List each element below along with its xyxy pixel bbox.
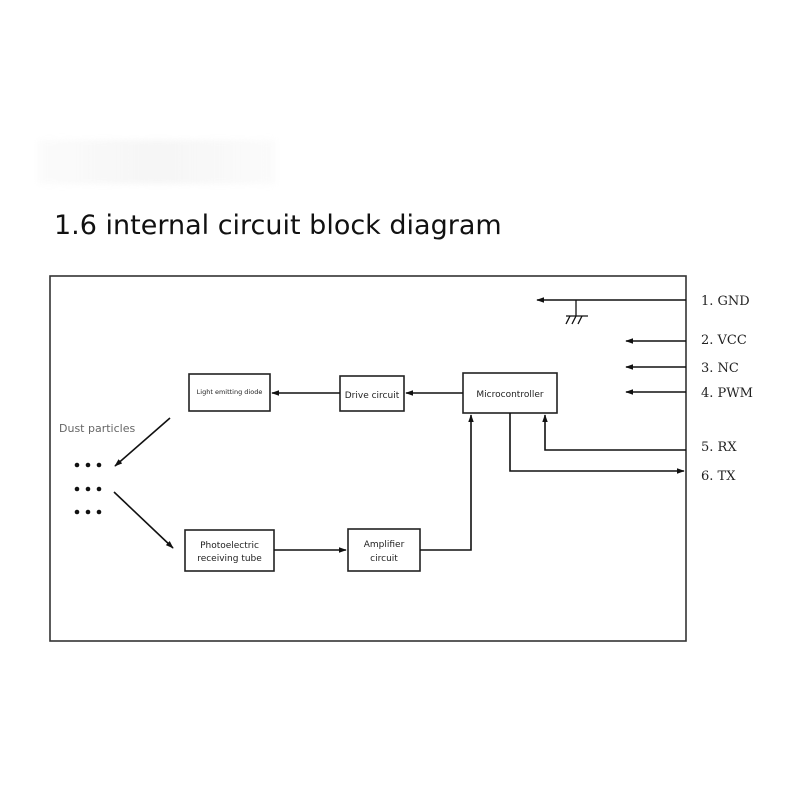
pin-tx-label: 6. TX (701, 469, 736, 484)
dust-dots (74, 462, 102, 515)
amplifier-label-line2: circuit (370, 554, 398, 564)
photoelectric-label-line2: receiving tube (197, 554, 262, 564)
mcu-to-tx-arrow (509, 413, 685, 474)
ground-symbol-icon (565, 300, 588, 325)
pin-gnd-label: 1. GND (701, 294, 750, 309)
rx-to-mcu-arrow (542, 414, 686, 451)
module-outline (49, 275, 687, 642)
faded-background-smudge (38, 140, 276, 184)
amp-to-mcu-arrow (420, 414, 474, 551)
microcontroller-block: Microcontroller (462, 372, 558, 414)
pin-pwm-label: 4. PWM (701, 386, 753, 401)
photoelectric-label-line1: Photoelectric (200, 541, 259, 551)
light-to-dust-arrow (114, 417, 171, 467)
pin-nc-label: 3. NC (701, 361, 739, 376)
drive-circuit-label: Drive circuit (345, 391, 400, 401)
amplifier-block: Amplifier circuit (347, 528, 421, 572)
page-title: 1.6 internal circuit block diagram (54, 210, 502, 241)
led-block: Light emitting diode (188, 373, 271, 412)
pin-vcc-label: 2. VCC (701, 333, 747, 348)
dust-to-receiver-arrow (113, 491, 174, 549)
amplifier-label-line1: Amplifier (364, 540, 405, 550)
microcontroller-label: Microcontroller (476, 390, 543, 400)
photoelectric-receiver-block: Photoelectric receiving tube (184, 529, 275, 572)
pin-rx-label: 5. RX (701, 440, 737, 455)
led-label: Light emitting diode (197, 388, 263, 396)
drive-circuit-block: Drive circuit (339, 375, 405, 412)
dust-particles-label: Dust particles (59, 422, 135, 435)
